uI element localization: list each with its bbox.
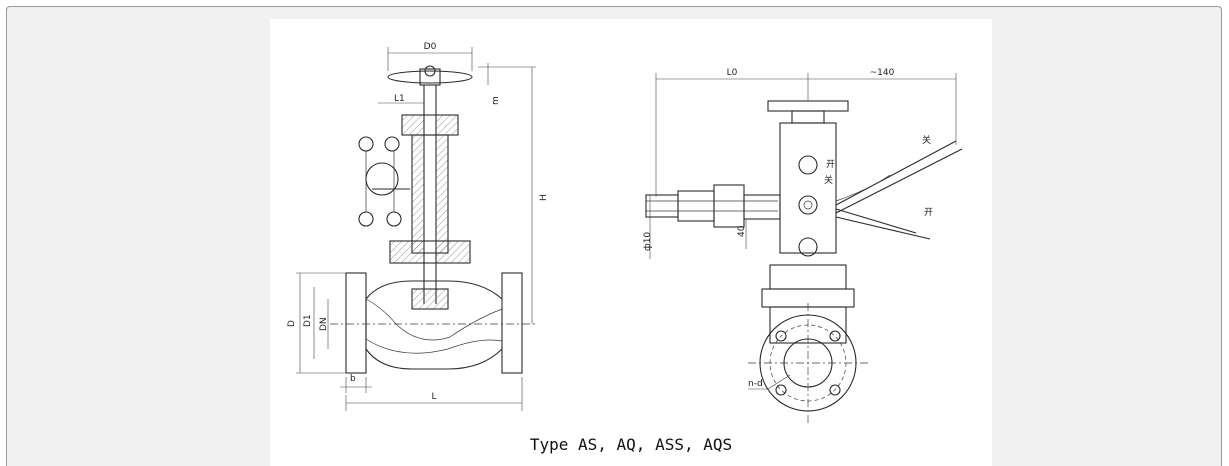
label-b: b <box>350 374 356 384</box>
right-dimensions: L0 ~140 关 开 关 开 ф10 40 n-d <box>643 68 957 390</box>
label-40: 40 <box>737 225 747 237</box>
drawing-sheet: D0 m L1 H D D1 DN b <box>270 19 992 466</box>
label-d: D <box>287 320 297 327</box>
diagram-caption: Type AS, AQ, ASS, AQS <box>529 435 733 454</box>
label-phi10: ф10 <box>643 232 653 251</box>
label-h: H <box>539 194 549 201</box>
label-l1: L1 <box>394 94 405 104</box>
label-l: L <box>431 392 436 402</box>
viewer-frame: D0 m L1 H D D1 DN b <box>6 6 1222 466</box>
label-m: m <box>491 96 501 105</box>
label-d0: D0 <box>424 42 437 52</box>
label-dn: DN <box>319 317 329 331</box>
label-open-1: 开 <box>826 159 835 170</box>
label-140: ~140 <box>870 68 895 78</box>
label-l0: L0 <box>727 68 738 78</box>
label-d1: D1 <box>303 314 313 327</box>
label-close-2: 关 <box>824 174 833 186</box>
label-open-2: 开 <box>924 207 933 218</box>
technical-drawing: D0 m L1 H D D1 DN b <box>287 42 963 423</box>
left-dimensions: D0 m L1 H D D1 DN b <box>287 42 549 411</box>
label-nd: n-d <box>748 379 763 389</box>
label-close-top: 关 <box>922 134 931 146</box>
left-valve-section <box>330 65 538 374</box>
right-valve-elevation <box>645 100 963 423</box>
